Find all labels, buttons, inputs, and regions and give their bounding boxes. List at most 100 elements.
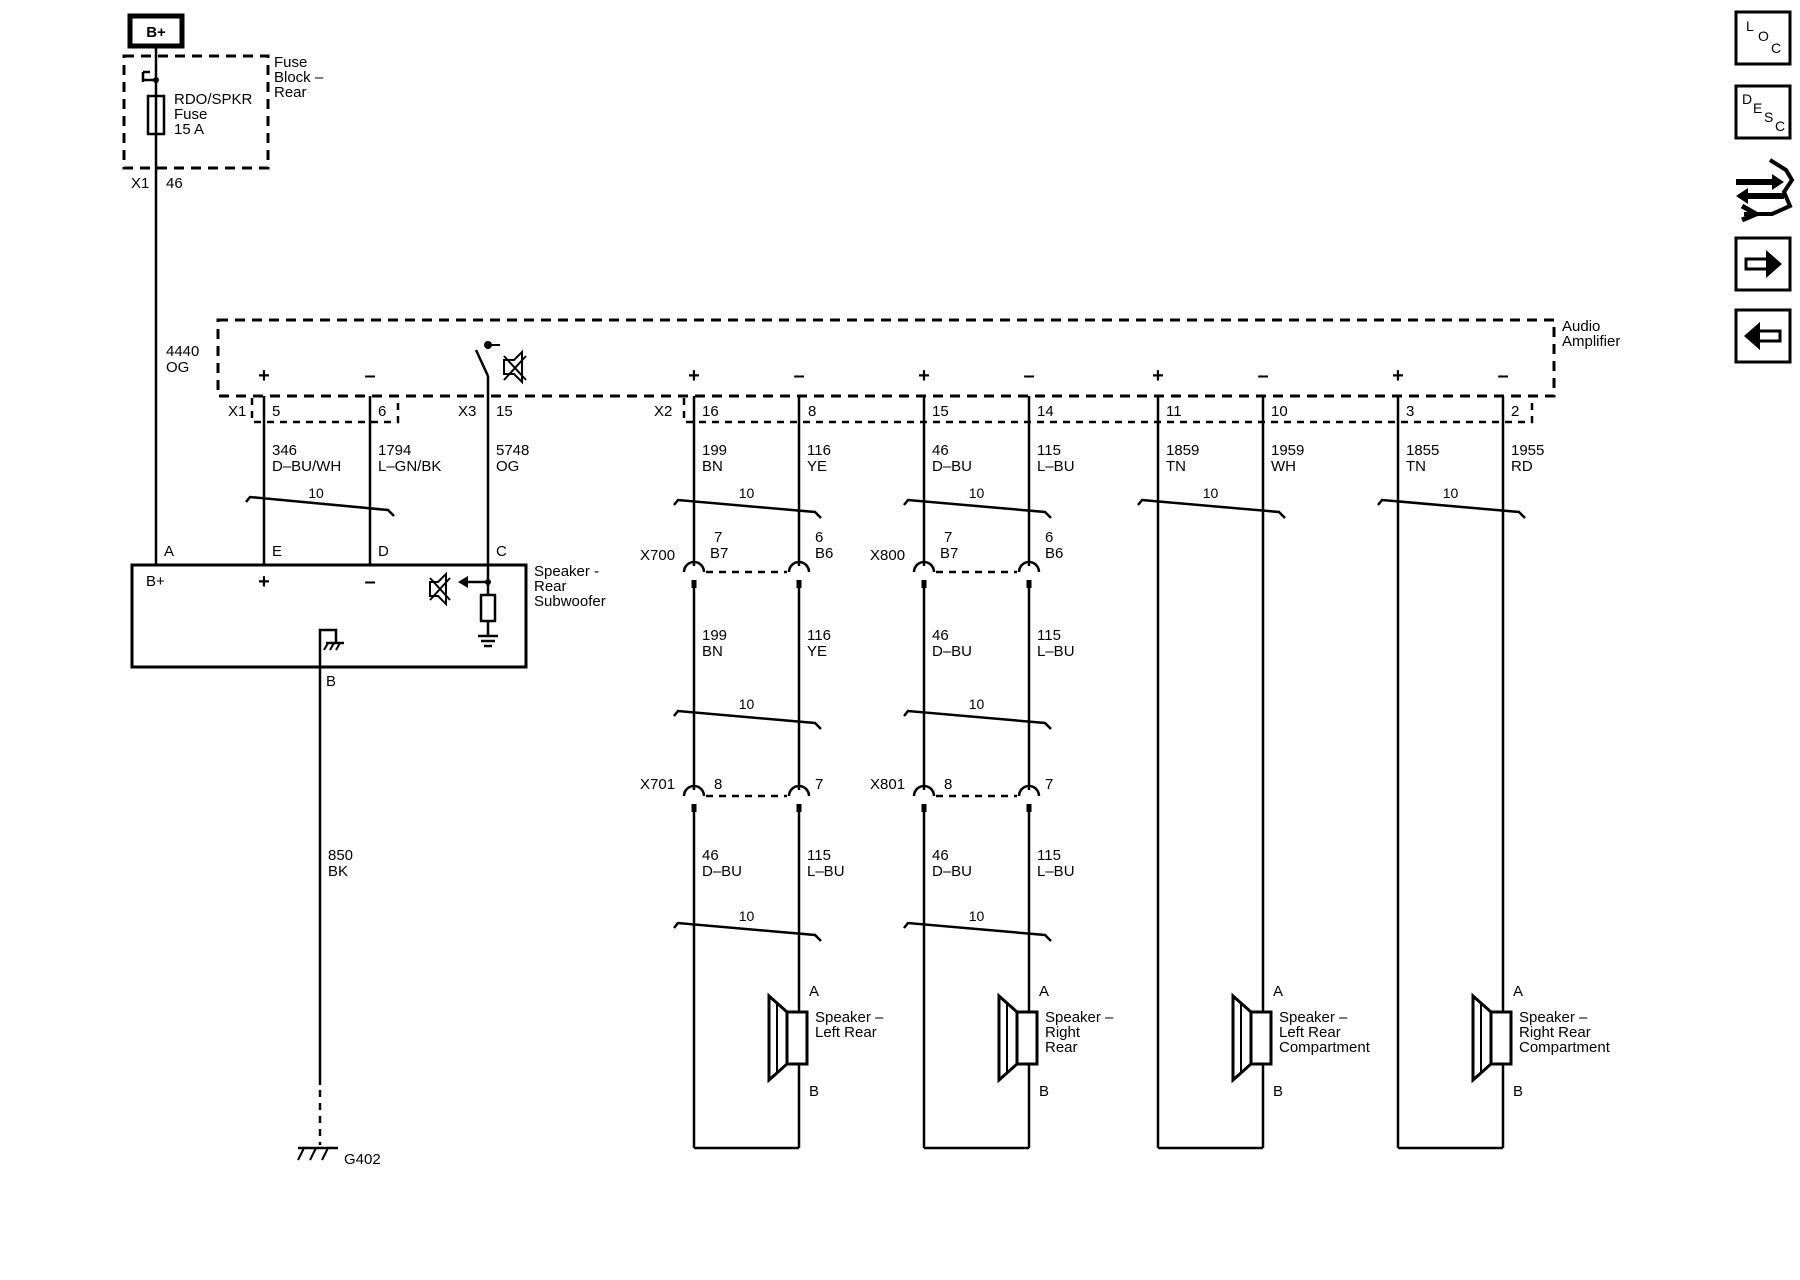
connector-pin: 7 <box>944 529 952 546</box>
connector-cavity <box>682 784 706 797</box>
subwoofer-pin-b: B <box>326 673 336 690</box>
wire-color: TN <box>1166 458 1186 475</box>
subwoofer-box <box>130 563 528 669</box>
desc-letter-c: C <box>1775 118 1785 134</box>
connector-pin: 6 <box>815 529 823 546</box>
wire-circuit: 1959 <box>1271 442 1304 459</box>
pin10-polarity: – <box>1257 365 1268 387</box>
wire-circuit: 199 <box>702 627 727 644</box>
connector-cavity <box>787 560 811 573</box>
wire-color: D–BU <box>932 458 972 475</box>
connector-pin: 7 <box>714 529 722 546</box>
pin14-polarity: – <box>1023 365 1034 387</box>
subwoofer-wires: 346 D–BU/WH 1794 L–GN/BK 5748 OG 10 <box>245 396 529 582</box>
connector-cavity-label: B7 <box>710 545 728 562</box>
subwoofer-pin-d: D <box>378 543 389 560</box>
speaker-pin-a: A <box>1273 983 1283 1000</box>
sub-wire-1794-color: L–GN/BK <box>378 458 441 475</box>
speaker-symbol <box>1471 992 1513 1084</box>
connector-name: X700 <box>640 547 675 564</box>
amp-pin-11: 11 <box>1166 403 1182 420</box>
location-button[interactable]: L O C <box>1734 10 1792 66</box>
pin8-polarity: – <box>793 365 804 387</box>
wire-circuit: 46 <box>932 627 949 644</box>
pin11-polarity: + <box>1152 365 1164 387</box>
connector-name: X801 <box>870 776 905 793</box>
subwoofer-minus: – <box>364 571 375 593</box>
twist-marker <box>1377 498 1526 519</box>
speaker-symbol <box>1231 992 1273 1084</box>
wire-color: L–BU <box>1037 458 1075 475</box>
next-button[interactable] <box>1734 236 1792 292</box>
amp-pin-6: 6 <box>378 403 386 420</box>
connector-name: X800 <box>870 547 905 564</box>
wire-circuit: 46 <box>932 442 949 459</box>
twist-label: 10 <box>969 485 985 501</box>
battery-label: B+ <box>146 24 166 41</box>
loc-letter-l: L <box>1746 18 1754 34</box>
connector-cavity-label: B6 <box>815 545 833 562</box>
pin6-polarity: – <box>364 365 375 387</box>
wire-circuit: 1955 <box>1511 442 1544 459</box>
connector-cavity <box>912 784 936 797</box>
speaker-pin-a: A <box>1513 983 1523 1000</box>
twist-marker <box>673 921 822 942</box>
speaker-pin-b: B <box>1513 1083 1523 1100</box>
desc-letter-e: E <box>1753 100 1762 116</box>
pin3-polarity: + <box>1392 365 1404 387</box>
wire-circuit: 46 <box>932 847 949 864</box>
amp-pin-3: 3 <box>1406 403 1414 420</box>
connector-cavity <box>912 560 936 573</box>
twist-marker <box>673 498 822 519</box>
amp-pin-2: 2 <box>1511 403 1519 420</box>
sub-wire-346-circuit: 346 <box>272 442 297 459</box>
pin15b-polarity: + <box>918 365 930 387</box>
twist-label: 10 <box>969 696 985 712</box>
speaker-pin-b: B <box>1039 1083 1049 1100</box>
pin16-polarity: + <box>688 365 700 387</box>
wire-circuit: 116 <box>807 442 831 459</box>
wire-color: L–BU <box>1037 863 1075 880</box>
wire-circuit: 199 <box>702 442 727 459</box>
wire-color: BN <box>702 643 723 660</box>
amp-pin-5: 5 <box>272 403 280 420</box>
amp-pin-10: 10 <box>1271 403 1288 420</box>
wire-circuit: 115 <box>1037 847 1061 864</box>
desc-letter-s: S <box>1764 109 1773 125</box>
connector-cavity <box>1017 560 1041 573</box>
twist-label: 10 <box>969 908 985 924</box>
twist-marker <box>245 495 395 517</box>
wire-circuit: 46 <box>702 847 719 864</box>
connector-wrench-icon[interactable] <box>1736 158 1795 223</box>
twist-marker <box>903 709 1052 730</box>
previous-button[interactable] <box>1734 308 1792 364</box>
connector-cavity <box>682 560 706 573</box>
wire-color: D–BU <box>932 643 972 660</box>
description-button[interactable]: D E S C <box>1734 84 1792 140</box>
wire-color: WH <box>1271 458 1296 475</box>
speaker-symbol <box>997 992 1039 1084</box>
amp-pin-15: 15 <box>496 403 513 420</box>
amp-pin-14: 14 <box>1037 403 1054 420</box>
connector-pin: 8 <box>714 776 722 793</box>
speaker-pin-a: A <box>1039 983 1049 1000</box>
subwoofer-bplus: B+ <box>146 573 165 590</box>
twist-label: 10 <box>739 908 755 924</box>
twist-marker <box>673 709 822 730</box>
twist-label: 10 <box>1203 485 1219 501</box>
wire-color: TN <box>1406 458 1426 475</box>
connector-pin: 8 <box>944 776 952 793</box>
speaker-mute-icon <box>503 349 527 385</box>
wire-color: RD <box>1511 458 1533 475</box>
arrow-right-icon <box>1744 250 1782 278</box>
amp-connector-x3: X3 <box>458 403 476 420</box>
